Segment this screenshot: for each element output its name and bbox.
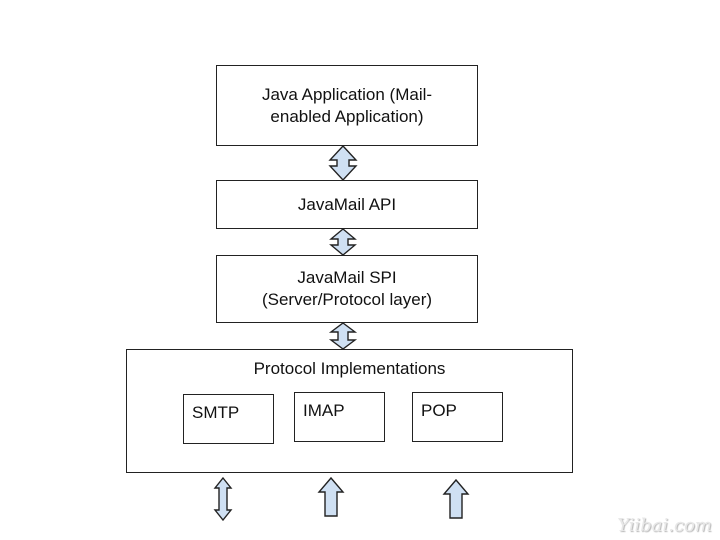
javamail-spi-label-line1: JavaMail SPI xyxy=(297,268,397,287)
protocol-implementations-box: Protocol Implementations SMTP IMAP POP xyxy=(126,349,573,473)
arrow-app-api-icon xyxy=(328,144,358,182)
protocol-implementations-title: Protocol Implementations xyxy=(253,359,446,378)
java-application-label-line2: enabled Application) xyxy=(270,106,424,126)
smtp-box: SMTP xyxy=(183,394,274,444)
bottom-up-arrow-2-icon xyxy=(442,478,470,519)
javamail-api-label: JavaMail API xyxy=(297,194,397,214)
arrow-spi-protocols-icon xyxy=(328,322,358,350)
java-application-box: Java Application (Mail- enabled Applicat… xyxy=(216,65,478,146)
pop-box: POP xyxy=(412,392,503,442)
watermark-logo: Yiibai.com xyxy=(617,515,712,536)
bottom-up-arrow-1-icon xyxy=(317,476,345,517)
javamail-spi-box: JavaMail SPI (Server/Protocol layer) xyxy=(216,255,478,323)
java-application-label-line1: Java Application (Mail- xyxy=(261,84,433,104)
javamail-spi-label-line2: (Server/Protocol layer) xyxy=(261,290,433,309)
bottom-bidirectional-arrow-icon xyxy=(213,476,233,522)
arrow-api-spi-icon xyxy=(329,228,357,256)
javamail-api-box: JavaMail API xyxy=(216,180,478,229)
imap-box: IMAP xyxy=(294,392,385,442)
